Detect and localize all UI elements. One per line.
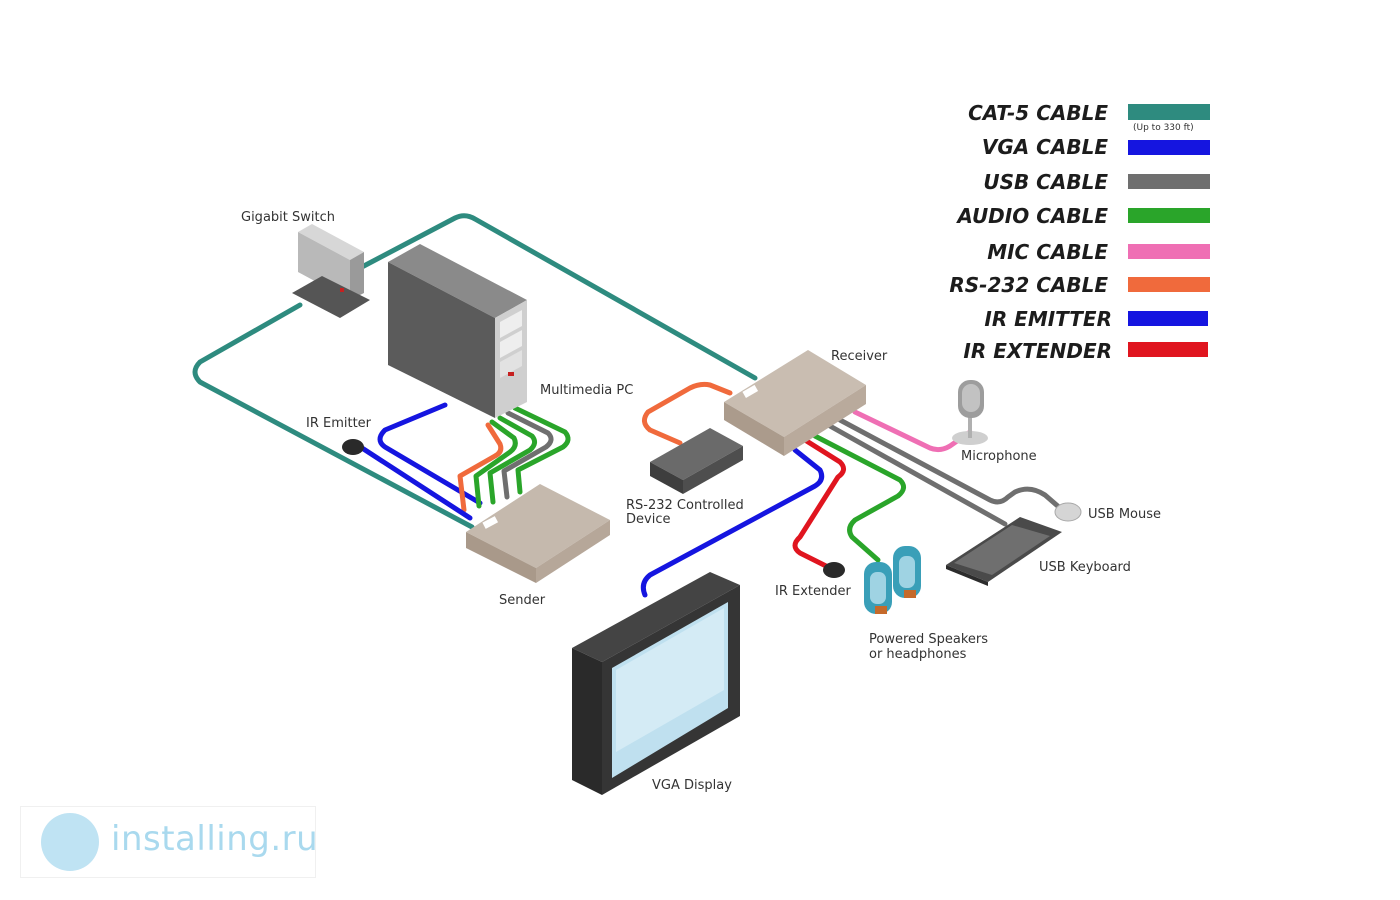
multimedia-pc-icon <box>388 244 527 418</box>
multimedia-pc-label: Multimedia PC <box>540 383 633 398</box>
usb-cable-receiver-mouse <box>837 417 1063 511</box>
legend-label: CAT-5 CABLE <box>968 101 1108 125</box>
speakers-label-line1: Powered Speakers <box>869 632 988 647</box>
microphone-label: Microphone <box>961 449 1037 464</box>
legend-swatch-7 <box>1128 342 1208 357</box>
legend-swatch-6 <box>1128 311 1208 326</box>
legend-label: MIC CABLE <box>987 240 1108 264</box>
usb-keyboard-icon <box>946 517 1062 586</box>
ir-emitter-label: IR Emitter <box>306 416 372 431</box>
legend-swatch-2 <box>1128 174 1210 189</box>
mic-cable-receiver-microphone <box>852 409 973 453</box>
legend-label: IR EXTENDER <box>963 339 1112 363</box>
watermark-text: installing.ru <box>111 819 319 859</box>
gigabit-switch-icon <box>292 224 370 318</box>
audio-cable-pc-sender <box>512 405 571 495</box>
legend-swatch-0 <box>1128 104 1210 120</box>
legend-label: RS-232 CABLE <box>949 273 1108 297</box>
usb-cable-pc-sender <box>501 410 554 500</box>
vga-display-icon <box>572 572 740 795</box>
cable-legend: CAT-5 CABLE (Up to 330 ft) VGA CABLE USB… <box>949 101 1210 363</box>
ir-extender-label: IR Extender <box>775 584 851 599</box>
legend-label: VGA CABLE <box>982 135 1108 159</box>
rs232-device-label-line2: Device <box>626 512 670 527</box>
speakers-label-line2: or headphones <box>869 647 967 662</box>
microphone-icon <box>952 380 988 445</box>
sender-label: Sender <box>499 593 546 608</box>
rs232-cable-pc-sender <box>457 422 504 513</box>
legend-swatch-5 <box>1128 277 1210 292</box>
audio-cable-receiver-speakers <box>812 433 906 563</box>
watermark-logo-icon <box>41 813 99 871</box>
legend-label: USB CABLE <box>983 170 1108 194</box>
vga-cable-pc-sender <box>377 402 483 506</box>
mic-cable-pc-sender <box>487 415 538 505</box>
legend-label: IR EMITTER <box>984 307 1112 331</box>
legend-note: (Up to 330 ft) <box>1133 123 1194 133</box>
audio2-cable-pc-sender <box>473 419 518 509</box>
ir-extender-cable <box>792 437 846 571</box>
receiver-box-icon <box>724 350 866 456</box>
legend-swatch-3 <box>1128 208 1210 223</box>
legend-swatch-4 <box>1128 244 1210 259</box>
ir-emitter-icon <box>342 439 364 455</box>
ir-emitter-cable <box>359 445 473 521</box>
cat5-cable-switch-receiver <box>357 213 758 381</box>
watermark: installing.ru <box>20 806 319 878</box>
vga-cable-receiver-display <box>640 447 825 598</box>
vga-display-label: VGA Display <box>652 778 732 793</box>
gigabit-switch-label: Gigabit Switch <box>241 210 335 225</box>
rs232-cable-receiver-device <box>642 381 733 446</box>
usb-mouse-icon <box>1054 502 1082 522</box>
cat5-cable-switch-sender <box>192 302 475 530</box>
legend-swatch-1 <box>1128 140 1210 155</box>
receiver-label: Receiver <box>831 349 888 364</box>
usb-cable-receiver-keyboard <box>827 423 1008 527</box>
usb-mouse-label: USB Mouse <box>1088 507 1161 522</box>
speakers-icon <box>864 546 921 614</box>
rs232-device-icon <box>650 428 743 494</box>
legend-label: AUDIO CABLE <box>955 204 1108 228</box>
usb-keyboard-label: USB Keyboard <box>1039 560 1131 575</box>
rs232-device-label-line1: RS-232 Controlled <box>626 498 744 513</box>
ir-extender-icon <box>823 562 845 578</box>
sender-box-icon <box>466 484 610 583</box>
